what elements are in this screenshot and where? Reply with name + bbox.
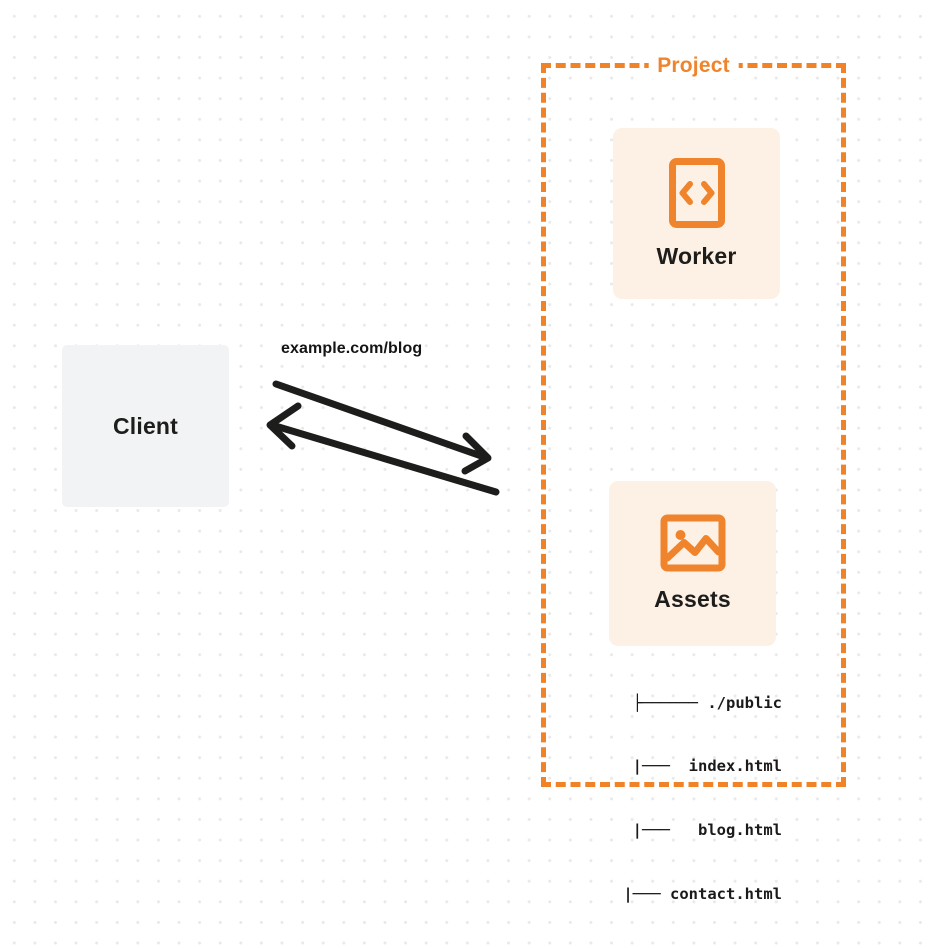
worker-node[interactable]: Worker: [613, 128, 780, 299]
assets-label: Assets: [654, 586, 731, 612]
client-label: Client: [112, 412, 179, 439]
project-title: Project: [648, 53, 739, 79]
assets-file-tree: ├────── ./public |─── index.html |─── bl…: [585, 650, 782, 948]
arrow-right-icon: [272, 380, 492, 475]
assets-node[interactable]: Assets: [609, 481, 776, 646]
code-brackets-icon: [668, 158, 725, 228]
file-tree-line: ├────── ./public: [632, 693, 782, 712]
worker-label: Worker: [656, 243, 737, 269]
arrow-left-icon: [266, 402, 500, 496]
file-tree-line: |─── contact.html: [595, 885, 782, 904]
image-icon: [660, 514, 725, 572]
project-container: Project: [541, 53, 846, 787]
client-node[interactable]: Client: [62, 345, 229, 507]
connection-label: example.com/blog: [281, 340, 423, 357]
diagram-canvas: Client example.com/blog Project Worker: [62, 53, 846, 903]
file-tree-line: |─── index.html: [604, 757, 782, 776]
file-tree-line: |─── blog.html: [604, 821, 782, 840]
